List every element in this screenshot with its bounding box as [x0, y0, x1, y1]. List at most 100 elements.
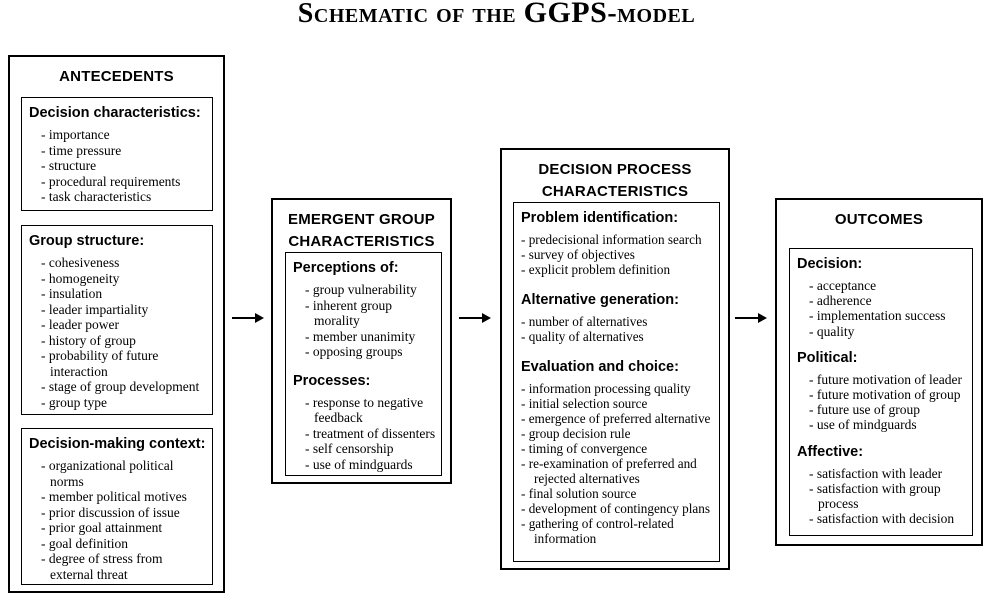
list-item: quality of alternatives — [521, 329, 716, 344]
problem-identification-heading: Problem identification: — [521, 210, 679, 226]
decision-section: Decision: acceptanceadherenceimplementat… — [797, 256, 969, 339]
list-item: prior goal attainment — [29, 520, 209, 536]
problem-identification-list: predecisional information searchsurvey o… — [521, 232, 716, 277]
decision-characteristics-section: Decision characteristics: importancetime… — [29, 105, 209, 205]
list-item: re-examination of preferred and rejected… — [521, 456, 716, 486]
list-item: group vulnerability — [293, 282, 438, 298]
list-item: group decision rule — [521, 426, 716, 441]
list-item: use of mindguards — [293, 457, 438, 473]
affective-section: Affective: satisfaction with leadersatis… — [797, 444, 969, 527]
list-item: number of alternatives — [521, 314, 716, 329]
list-item: future motivation of leader — [797, 372, 969, 387]
affective-heading: Affective: — [797, 443, 864, 460]
evaluation-and-choice-heading: Evaluation and choice: — [521, 359, 679, 375]
list-item: homogeneity — [29, 271, 209, 287]
political-heading: Political: — [797, 349, 858, 366]
list-item: use of mindguards — [797, 417, 969, 432]
list-item: importance — [29, 127, 209, 143]
group-structure-list: cohesivenesshomogeneityinsulation leader … — [29, 255, 209, 410]
outcomes-title: OUTCOMES — [834, 211, 924, 228]
list-item: structure — [29, 158, 209, 174]
emergent-group-inner-box: Perceptions of: group vulnerabilityinher… — [285, 252, 442, 476]
list-item: procedural requirements — [29, 174, 209, 190]
decision-heading: Decision: — [797, 256, 863, 272]
group-structure-section: Group structure: cohesivenesshomogeneity… — [29, 233, 209, 410]
page-title-acronym: GGPS — [523, 0, 608, 29]
list-item: gathering of control-related information — [521, 516, 716, 546]
processes-section: Processes: response to negative feedback… — [293, 373, 438, 473]
list-item: final solution source — [521, 486, 716, 501]
list-item: inherent group morality — [293, 298, 438, 329]
list-item: prior discussion of issue — [29, 505, 209, 521]
list-item: probability of future interaction — [29, 348, 209, 379]
list-item: future use of group — [797, 402, 969, 417]
page-title-tail: -model — [607, 0, 696, 29]
antecedents-box: ANTECEDENTS Decision characteristics: im… — [8, 55, 225, 593]
decision-process-inner-box: Problem identification: predecisional in… — [513, 202, 720, 562]
list-item: history of group — [29, 333, 209, 349]
list-item: satisfaction with leader — [797, 466, 969, 481]
evaluation-and-choice-section: Evaluation and choice: information proce… — [521, 359, 716, 546]
decision-list: acceptanceadherenceimplementation succes… — [797, 278, 969, 339]
alternative-generation-section: Alternative generation: number of altern… — [521, 292, 716, 344]
evaluation-and-choice-list: information processing qualityinitial se… — [521, 381, 716, 546]
emergent-group-box: EMERGENT GROUP CHARACTERISTICS Perceptio… — [271, 198, 452, 484]
decision-characteristics-list: importancetime pressurestructureprocedur… — [29, 127, 209, 205]
antecedents-title: ANTECEDENTS — [59, 68, 174, 85]
decision-making-context-section: Decision-making context: organizational … — [29, 436, 209, 582]
processes-heading: Processes: — [293, 372, 371, 389]
list-item: development of contingency plans — [521, 501, 716, 516]
list-item: member political motives — [29, 489, 209, 505]
affective-list: satisfaction with leadersatisfaction wit… — [797, 466, 969, 527]
list-item: self censorship — [293, 441, 438, 457]
alternative-generation-heading: Alternative generation: — [521, 292, 679, 308]
perceptions-heading: Perceptions of: — [293, 260, 399, 276]
list-item: insulation — [29, 286, 209, 302]
right-arrow-icon — [459, 313, 491, 323]
list-item: group type — [29, 395, 209, 411]
list-item: task characteristics — [29, 189, 209, 205]
list-item: implementation success — [797, 308, 969, 323]
page-title: Schematic of the GGPS-model — [0, 0, 993, 30]
list-item: organizational political norms — [29, 458, 209, 489]
outcomes-box: OUTCOMES Decision: acceptanceadherenceim… — [775, 198, 983, 546]
decision-process-title: DECISION PROCESS CHARACTERISTICS — [538, 161, 692, 200]
list-item: degree of stress from external threat — [29, 551, 209, 582]
outcomes-inner-box: Decision: acceptanceadherenceimplementat… — [789, 248, 973, 536]
list-item: leader power — [29, 317, 209, 333]
decision-making-context-heading: Decision-making context: — [29, 436, 206, 452]
list-item: explicit problem definition — [521, 262, 716, 277]
list-item: time pressure — [29, 143, 209, 159]
list-item: cohesiveness — [29, 255, 209, 271]
list-item: response to negative feedback — [293, 395, 438, 426]
list-item: acceptance — [797, 278, 969, 293]
problem-identification-section: Problem identification: predecisional in… — [521, 210, 716, 277]
processes-list: response to negative feedbacktreatment o… — [293, 395, 438, 473]
list-item: timing of convergence — [521, 441, 716, 456]
group-structure-heading: Group structure: — [29, 233, 145, 249]
list-item: stage of group development — [29, 379, 209, 395]
political-section: Political: future motivation of leaderfu… — [797, 350, 969, 433]
list-item: future motivation of group — [797, 387, 969, 402]
list-item: opposing groups — [293, 344, 438, 360]
page-title-lead: Schematic of the — [297, 0, 524, 29]
list-item: quality — [797, 324, 969, 339]
decision-making-context-box: Decision-making context: organizational … — [21, 428, 213, 585]
list-item: satisfaction with decision — [797, 511, 969, 526]
alternative-generation-list: number of alternativesquality of alterna… — [521, 314, 716, 344]
list-item: goal definition — [29, 536, 209, 552]
political-list: future motivation of leaderfuture motiva… — [797, 372, 969, 433]
right-arrow-icon — [232, 313, 264, 323]
perceptions-section: Perceptions of: group vulnerabilityinher… — [293, 260, 438, 360]
decision-making-context-list: organizational political normsmember pol… — [29, 458, 209, 582]
list-item: emergence of preferred alternative — [521, 411, 716, 426]
list-item: predecisional information search — [521, 232, 716, 247]
decision-characteristics-heading: Decision characteristics: — [29, 105, 201, 121]
list-item: adherence — [797, 293, 969, 308]
list-item: initial selection source — [521, 396, 716, 411]
list-item: member unanimity — [293, 329, 438, 345]
decision-characteristics-box: Decision characteristics: importancetime… — [21, 97, 213, 211]
list-item: satisfaction with group process — [797, 481, 969, 511]
emergent-group-title: EMERGENT GROUP CHARACTERISTICS — [288, 211, 435, 250]
